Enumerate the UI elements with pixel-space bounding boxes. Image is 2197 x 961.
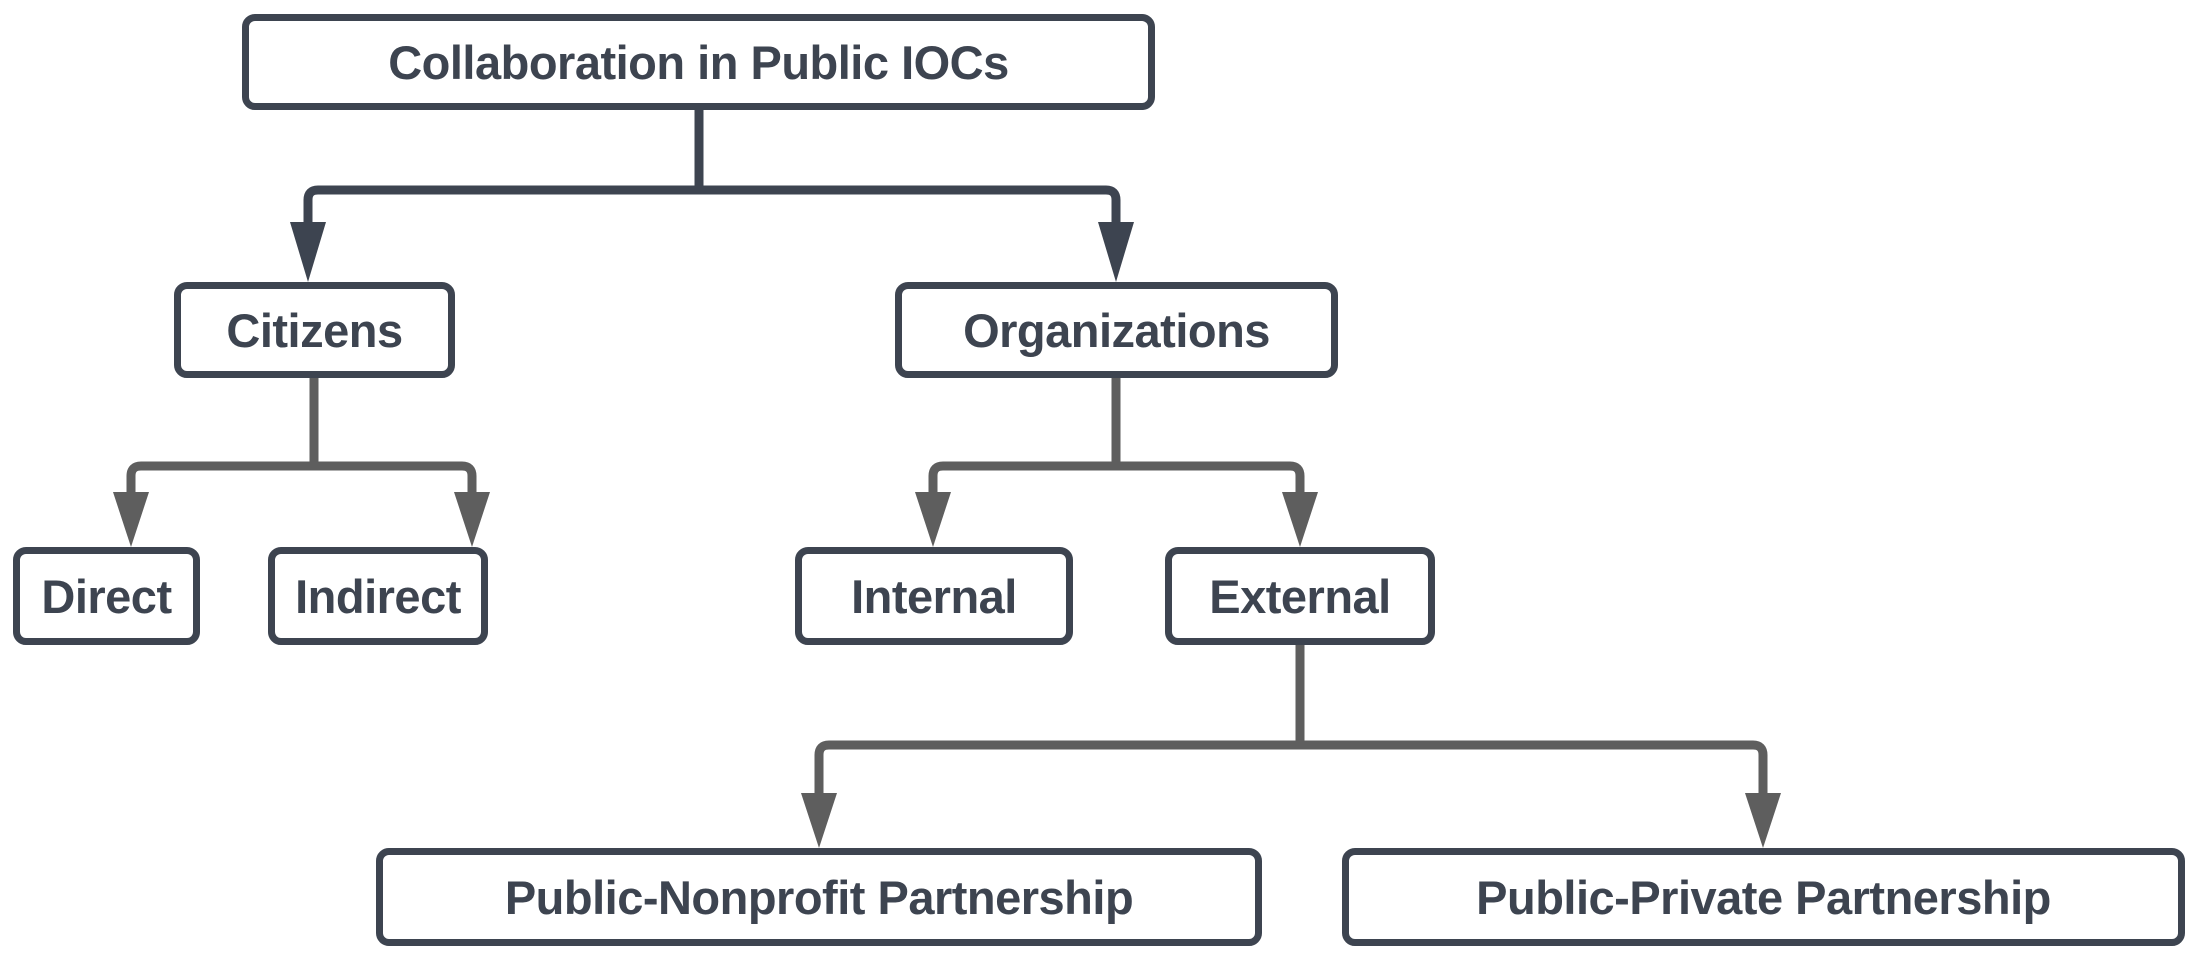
edge-citizens-to-direct [126, 461, 314, 497]
node-direct[interactable]: Direct [13, 547, 200, 645]
node-label: Organizations [963, 303, 1270, 357]
edge-organizations-to-external [1116, 461, 1305, 497]
edge-organizations-to-internal [928, 461, 1116, 497]
node-label: Public-Private Partnership [1476, 870, 2051, 924]
node-internal[interactable]: Internal [795, 547, 1073, 645]
edge-citizens-to-indirect [314, 461, 477, 497]
arrowhead-organizations [1098, 222, 1134, 282]
node-public-nonprofit-partnership[interactable]: Public-Nonprofit Partnership [376, 848, 1262, 946]
node-label: Citizens [226, 303, 403, 357]
node-collaboration-in-public-iocs[interactable]: Collaboration in Public IOCs [242, 14, 1155, 110]
arrowhead-external [1282, 492, 1318, 547]
node-label: Internal [851, 569, 1017, 623]
arrowhead-public-nonprofit [801, 793, 837, 848]
edge-external-to-public-private [1300, 740, 1768, 798]
arrowhead-citizens [290, 222, 326, 282]
node-external[interactable]: External [1165, 547, 1435, 645]
arrowhead-direct [113, 492, 149, 547]
node-label: Indirect [295, 569, 461, 623]
node-public-private-partnership[interactable]: Public-Private Partnership [1342, 848, 2185, 946]
node-label: Direct [41, 569, 172, 623]
node-indirect[interactable]: Indirect [268, 547, 488, 645]
edge-external-to-public-nonprofit [814, 740, 1300, 798]
arrowhead-internal [915, 492, 951, 547]
node-label: External [1209, 569, 1391, 623]
edge-root-to-organizations [699, 185, 1121, 228]
arrowhead-public-private [1745, 793, 1781, 848]
node-organizations[interactable]: Organizations [895, 282, 1338, 378]
node-citizens[interactable]: Citizens [174, 282, 455, 378]
arrowhead-indirect [454, 492, 490, 547]
edge-root-to-citizens [303, 185, 699, 228]
node-label: Public-Nonprofit Partnership [504, 870, 1134, 924]
node-label: Collaboration in Public IOCs [388, 35, 1009, 89]
